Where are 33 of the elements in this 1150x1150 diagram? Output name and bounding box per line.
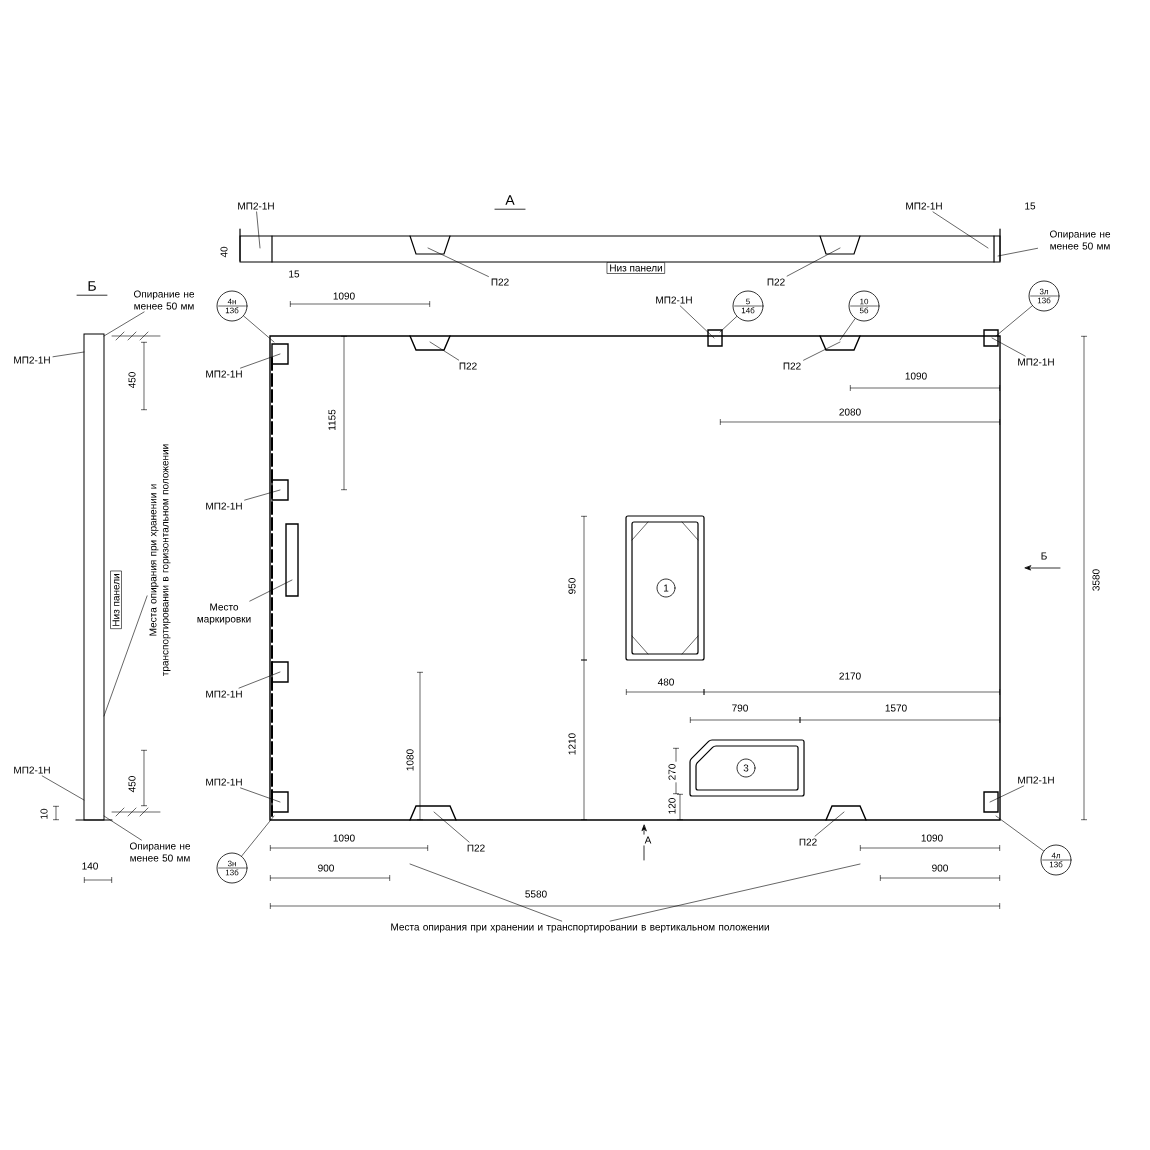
leader-line — [995, 305, 1033, 337]
leader-line — [256, 211, 261, 249]
leader-line — [41, 775, 85, 801]
leader-line — [932, 211, 989, 249]
leader-line — [991, 337, 1026, 357]
leader-line — [238, 671, 281, 689]
leader-line — [409, 863, 563, 922]
leader-line — [429, 341, 459, 361]
panel-plan-drawing — [239, 228, 1001, 263]
leader-line — [989, 785, 1024, 803]
leader-line — [103, 311, 145, 337]
panel-elevation-drawing — [269, 329, 1001, 821]
leader-line — [244, 489, 281, 501]
leader-line — [719, 316, 737, 333]
leader-line — [609, 863, 861, 922]
leader-line — [803, 341, 841, 361]
leader-line — [249, 579, 293, 602]
leader-line — [786, 247, 841, 277]
leader-line — [103, 595, 148, 717]
leader-line — [240, 787, 281, 803]
leader-line — [839, 318, 856, 341]
leader-line — [241, 815, 275, 857]
leader-line — [240, 353, 281, 369]
leader-line — [52, 351, 85, 358]
leader-line — [243, 315, 275, 343]
leader-line — [103, 815, 142, 841]
leader-line — [679, 305, 715, 339]
leader-line — [995, 815, 1044, 852]
leader-line — [997, 247, 1038, 257]
leader-line — [433, 811, 470, 843]
leader-line — [814, 811, 845, 837]
leader-line — [427, 247, 489, 277]
panel-side-drawing — [75, 331, 161, 821]
